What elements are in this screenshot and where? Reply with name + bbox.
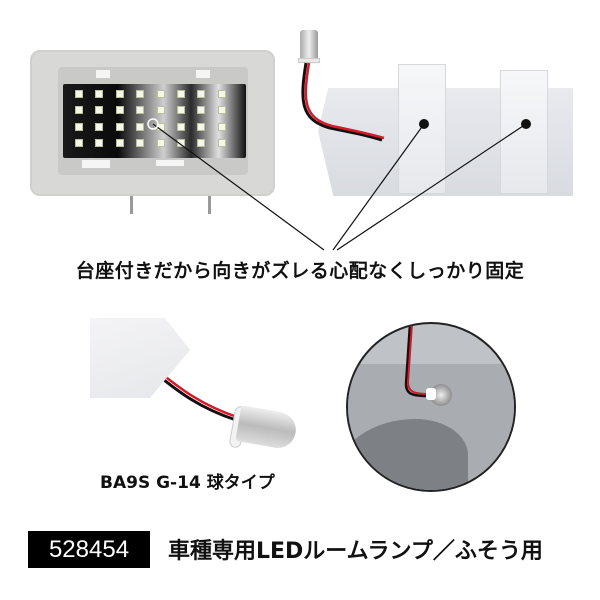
bulb-base bbox=[298, 58, 320, 63]
led-chip bbox=[176, 106, 185, 115]
product-title: 車種専用LEDルームランプ／ふそう用 bbox=[168, 539, 543, 564]
led-chip bbox=[156, 138, 165, 147]
feature-caption: 台座付きだから向きがズレる心配なくしっかり固定 bbox=[75, 260, 525, 282]
closeup-inset bbox=[346, 322, 516, 492]
led-chip bbox=[197, 106, 206, 115]
mount-pin bbox=[130, 196, 133, 214]
led-chip bbox=[156, 106, 165, 115]
led-chip bbox=[136, 122, 145, 131]
led-chip bbox=[217, 90, 226, 98]
led-chip bbox=[197, 90, 206, 98]
led-chip bbox=[197, 122, 206, 131]
led-chip bbox=[115, 90, 124, 98]
led-chip bbox=[176, 90, 185, 98]
led-chip bbox=[136, 90, 145, 98]
led-chip bbox=[136, 138, 145, 147]
led-chip-grid bbox=[75, 90, 235, 152]
led-chip bbox=[115, 138, 124, 147]
product-code-badge: 528454 bbox=[28, 531, 150, 568]
bulb-type-caption: BA9S G-14 球タイプ bbox=[100, 473, 275, 493]
led-chip bbox=[217, 122, 226, 131]
mount-pin bbox=[208, 196, 211, 214]
led-chip bbox=[176, 138, 185, 147]
led-chip bbox=[75, 90, 83, 98]
led-chip bbox=[95, 138, 104, 147]
led-chip bbox=[75, 106, 83, 115]
housing-clip bbox=[156, 160, 184, 166]
led-chip bbox=[136, 106, 145, 115]
led-chip bbox=[95, 90, 104, 98]
bulb-image bbox=[300, 30, 318, 58]
led-chip bbox=[95, 106, 104, 115]
bracket-tab bbox=[500, 70, 548, 194]
housing-clip bbox=[96, 70, 110, 78]
housing-clip bbox=[82, 160, 110, 168]
bracket-tab bbox=[398, 64, 446, 194]
led-chip bbox=[156, 90, 165, 98]
inset-wire bbox=[404, 324, 436, 400]
led-board bbox=[63, 84, 246, 158]
led-chip bbox=[115, 122, 124, 131]
housing-clip bbox=[196, 70, 210, 78]
led-chip bbox=[176, 122, 185, 131]
led-chip bbox=[217, 138, 226, 147]
inset-shadow bbox=[348, 419, 468, 490]
led-chip bbox=[75, 122, 83, 131]
led-chip bbox=[115, 106, 124, 115]
led-chip bbox=[217, 106, 226, 115]
led-chip bbox=[75, 138, 83, 147]
led-chip bbox=[95, 122, 104, 131]
led-chip bbox=[197, 138, 206, 147]
